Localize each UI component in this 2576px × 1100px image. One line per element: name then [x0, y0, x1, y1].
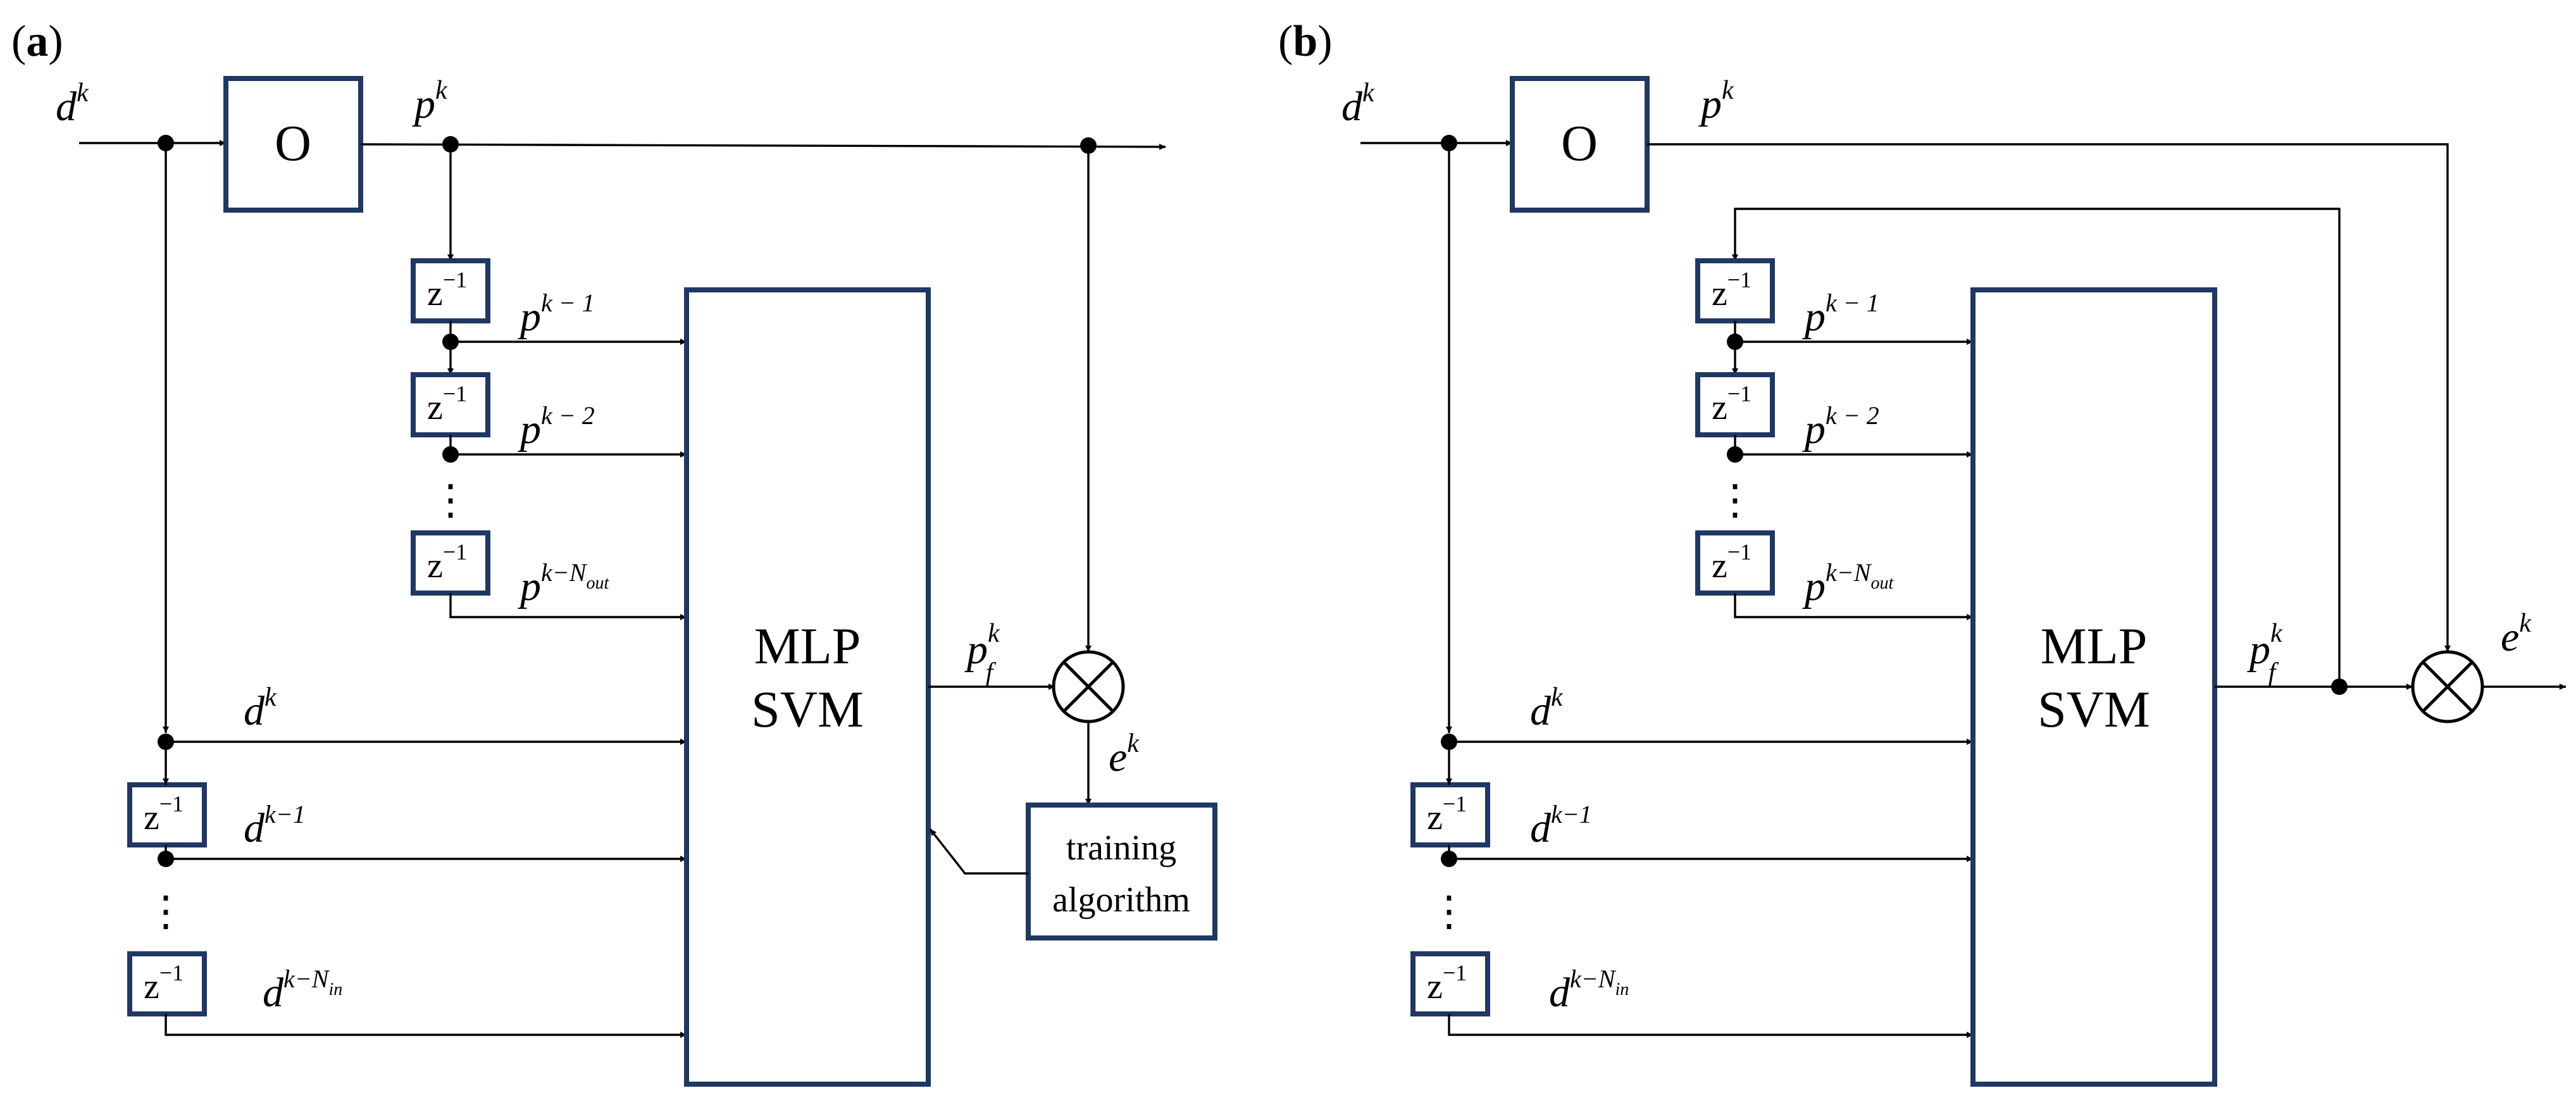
panel-a-label: (a)	[11, 17, 63, 66]
panel-b-error-label: ek	[2501, 609, 2532, 660]
panel-a-input-label: dk	[56, 78, 89, 130]
panel-a-delay-label-out-1: z−1	[427, 267, 467, 313]
panel-b-tap-label-1: pk − 1	[1802, 289, 1879, 340]
panel-a-model-line-1: MLP	[754, 617, 861, 675]
panel-b-plant-box	[1510, 76, 1650, 213]
panel-b-feedback-wire	[1732, 208, 2341, 687]
panel-a-training-feedback-wire	[929, 828, 1028, 875]
panel-b-tap-label-n: pk−Nout	[1802, 558, 1894, 609]
panel-a-training-line-2: algorithm	[1052, 880, 1190, 920]
panel-a-training-line-1: training	[1066, 828, 1176, 868]
panel-b-input-tap-label-0: dk	[1530, 683, 1564, 734]
panel-b-input-tap-wire-n	[1448, 1014, 1973, 1038]
panel-a-delay-box-in-n	[127, 951, 207, 1016]
panel-a-delay-label-out-n: z−1	[427, 539, 467, 585]
panel-b-label: (b)	[1278, 17, 1333, 66]
panel-a-plant-output-wire	[360, 143, 1166, 150]
panel-b-delay-label-in-1: z−1	[1427, 791, 1467, 837]
panel-b-delay-box-in-n	[1410, 951, 1490, 1016]
panel-a-training-box	[1026, 803, 1217, 941]
panel-b-model-box	[1970, 287, 2217, 1087]
panel-a-input-tap-wire-n	[165, 1014, 687, 1038]
panel-a-delay-box-out-1	[411, 258, 490, 323]
panel-b-comparator	[2411, 650, 2484, 723]
panel-b-ellipsis-in: ⋮	[1428, 889, 1470, 935]
panel-a-tap-label-2: pk − 2	[518, 401, 595, 453]
panel-a-model-box	[684, 287, 931, 1087]
panel-a-comparator	[1052, 650, 1125, 723]
panel-a-tap-label-n: pk−Nout	[518, 558, 609, 609]
panel-b-delay-label-out-n: z−1	[1712, 539, 1752, 585]
panel-a-plant-label: O	[275, 116, 311, 172]
panel-b-delay-label-in-n: z−1	[1427, 960, 1467, 1006]
panel-b-delay-label-out-2: z−1	[1712, 381, 1752, 427]
panel-b-ellipsis-out: ⋮	[1714, 477, 1756, 523]
panel-b-delay-box-in-1	[1410, 782, 1490, 847]
panel-a-input-tap-label-1: dk−1	[244, 800, 306, 851]
panel-a-plant-output-label: pk	[412, 76, 448, 127]
panel-b: (b) dk O pk z−1 z−1 ⋮ z−1 pk − 1 pk − 2 …	[1278, 17, 2566, 1087]
panel-a-delay-box-in-1	[127, 782, 207, 847]
panel-b-model-line-2: SVM	[2038, 680, 2150, 738]
panel-a-delay-label-out-2: z−1	[427, 381, 467, 427]
panel-b-input-label: dk	[1341, 78, 1375, 130]
panel-b-delay-label-out-1: z−1	[1712, 267, 1752, 313]
panel-b-tap-label-2: pk − 2	[1802, 401, 1879, 453]
panel-b-input-tap-label-n: dk−Nin	[1549, 965, 1629, 1016]
panel-a-ellipsis-out: ⋮	[430, 477, 471, 523]
panel-b-plant-output-wire	[1647, 143, 2451, 652]
panel-a-delay-box-out-n	[411, 530, 490, 596]
panel-b-model-line-1: MLP	[2041, 617, 2148, 675]
panel-b-delay-box-out-2	[1695, 372, 1775, 437]
panel-a-ellipsis-in: ⋮	[145, 889, 187, 935]
panel-b-plant-output-label: pk	[1698, 76, 1734, 127]
panel-b-input-tap-label-1: dk−1	[1530, 800, 1592, 851]
panel-b-plant-label: O	[1561, 116, 1598, 172]
panel-a-input-tap-label-0: dk	[244, 683, 277, 734]
panel-a-input-tap-label-n: dk−Nin	[263, 965, 342, 1016]
panel-a-tap-wire-n	[449, 593, 687, 620]
panel-a-delay-label-in-n: z−1	[144, 960, 184, 1006]
panel-b-tap-wire-n	[1734, 593, 1973, 620]
panel-a-error-label: ek	[1109, 729, 1140, 780]
panel-a: (a) dk O pk z−1 z−1 ⋮ z−1 pk − 1 pk − 2 …	[11, 17, 1217, 1087]
panel-b-feedback-junction	[2331, 678, 2348, 695]
panel-a-tap-label-1: pk − 1	[518, 289, 595, 340]
panel-a-model-line-2: SVM	[751, 680, 864, 738]
panel-a-delay-label-in-1: z−1	[144, 791, 184, 837]
